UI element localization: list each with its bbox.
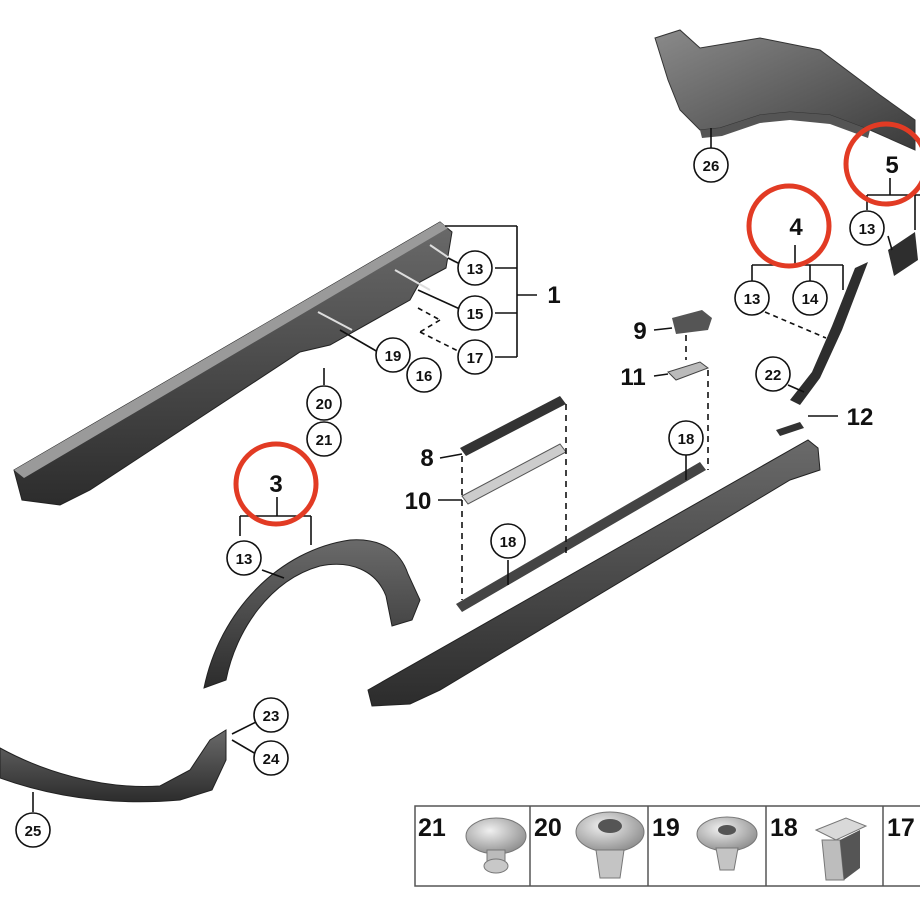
label-10: 10 — [405, 488, 432, 515]
callout-22: 22 — [755, 356, 791, 392]
table-label-21: 21 — [418, 814, 446, 842]
svg-text:13: 13 — [859, 221, 876, 238]
svg-text:23: 23 — [263, 708, 280, 725]
svg-text:13: 13 — [467, 261, 484, 278]
expanding-rivet-icon — [696, 816, 758, 871]
svg-text:25: 25 — [25, 823, 42, 840]
lower-sill-part — [367, 439, 821, 707]
callout-16: 16 — [406, 357, 442, 393]
front-wheel-arch-part — [203, 539, 421, 689]
svg-text:16: 16 — [416, 368, 433, 385]
svg-text:22: 22 — [765, 367, 782, 384]
front-spoiler-part — [0, 729, 227, 803]
callout-26: 26 — [693, 147, 729, 183]
rear-wheel-arch-part — [654, 29, 916, 151]
callout-21: 21 — [306, 421, 342, 457]
strip-8-part — [460, 396, 566, 456]
svg-text:4: 4 — [789, 214, 803, 241]
svg-text:13: 13 — [744, 291, 761, 308]
svg-text:14: 14 — [802, 291, 819, 308]
table-label-18: 18 — [770, 814, 798, 842]
table-label-17: 17 — [887, 814, 915, 842]
callout-13-c: 13 — [734, 280, 770, 316]
callout-18-a: 18 — [490, 523, 526, 559]
bracket-9-part — [672, 310, 712, 334]
svg-text:26: 26 — [703, 158, 720, 175]
highlight-3: 3 — [233, 441, 319, 527]
arch-trim-4-part — [790, 262, 868, 405]
round-head-clip-icon — [465, 817, 527, 874]
flanged-push-nut-icon — [575, 811, 645, 879]
callout-17: 17 — [457, 339, 493, 375]
callout-24: 24 — [253, 740, 289, 776]
svg-text:21: 21 — [316, 432, 333, 449]
callout-18-b: 18 — [668, 420, 704, 456]
svg-text:3: 3 — [269, 471, 282, 498]
label-12: 12 — [847, 404, 874, 431]
seal-strip-12-part — [776, 422, 804, 436]
svg-text:15: 15 — [467, 306, 484, 323]
callout-13-b: 13 — [226, 540, 262, 576]
callout-15: 15 — [457, 295, 493, 331]
strip-10-part — [461, 443, 567, 505]
svg-text:18: 18 — [500, 534, 517, 551]
callout-14: 14 — [792, 280, 828, 316]
svg-text:5: 5 — [885, 152, 898, 179]
svg-text:18: 18 — [678, 431, 695, 448]
callout-13-a: 13 — [457, 250, 493, 286]
callout-19: 19 — [375, 337, 411, 373]
svg-text:17: 17 — [467, 350, 484, 367]
svg-text:20: 20 — [316, 396, 333, 413]
svg-text:13: 13 — [236, 551, 253, 568]
plate-11-part — [667, 361, 710, 381]
arch-trim-5-part — [888, 232, 918, 276]
callout-13-d: 13 — [849, 210, 885, 246]
highlight-5: 5 — [843, 121, 920, 207]
table-label-19: 19 — [652, 814, 680, 842]
label-8: 8 — [420, 445, 433, 472]
svg-text:19: 19 — [385, 348, 402, 365]
highlight-4: 4 — [746, 183, 832, 269]
table-label-20: 20 — [534, 814, 562, 842]
side-skirt-part — [13, 221, 456, 506]
callout-25: 25 — [15, 812, 51, 848]
callout-20: 20 — [306, 385, 342, 421]
square-clip-nut-icon — [814, 817, 868, 881]
label-11: 11 — [620, 364, 645, 391]
label-1: 1 — [547, 282, 560, 309]
fastener-table: 21 20 19 18 17 — [414, 805, 920, 887]
callout-23: 23 — [253, 697, 289, 733]
svg-text:24: 24 — [263, 751, 280, 768]
label-9: 9 — [633, 318, 646, 345]
